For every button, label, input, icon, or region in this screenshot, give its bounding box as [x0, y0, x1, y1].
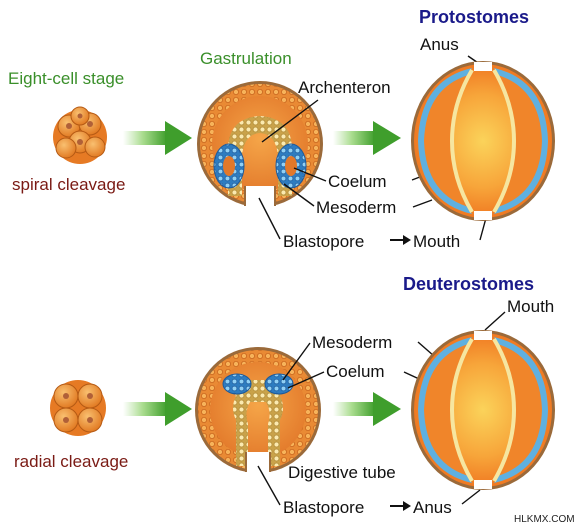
protostome-body [411, 61, 555, 221]
archenteron-pointer [261, 99, 319, 143]
deuterostome-body [411, 330, 555, 490]
eight-cell-stage-label: Eight-cell stage [8, 69, 124, 88]
mesoderm-pointer-bottom [282, 342, 311, 381]
eight-cell-embryo-radial [50, 380, 106, 436]
mouth-pointer-bottom [484, 311, 506, 331]
deuterostomes-title: Deuterostomes [403, 274, 534, 294]
coelum-label-top: Coelum [328, 172, 387, 191]
blastopore-pointer-top [258, 197, 281, 240]
protostomes-title: Protostomes [419, 7, 529, 27]
eight-cell-embryo-spiral [53, 106, 107, 164]
mesoderm-label-bottom: Mesoderm [312, 333, 392, 352]
blastopore-pointer-bottom [257, 465, 281, 506]
arrow-right-icon-3 [123, 392, 192, 426]
mesoderm-pointer-top-2 [412, 199, 433, 208]
blastopore-label-top: Blastopore [283, 232, 364, 251]
anus-label-top: Anus [420, 35, 459, 54]
spiral-cleavage-label: spiral cleavage [12, 175, 125, 194]
archenteron-label: Archenteron [298, 78, 391, 97]
blastopore-label-bottom: Blastopore [283, 498, 364, 517]
gastrulation-label: Gastrulation [200, 49, 292, 68]
gastrula-bottom [195, 347, 321, 474]
arrow-right-icon [123, 121, 192, 155]
coelum-pointer-top [293, 167, 327, 182]
arrow-right-icon-2 [333, 121, 401, 155]
coelum-label-bottom: Coelum [326, 362, 385, 381]
watermark: HLKMX.COM [514, 514, 575, 525]
arrow-small-right-icon [390, 235, 411, 245]
mouth-pointer-top [479, 217, 487, 241]
mouth-label-bottom: Mouth [507, 297, 554, 316]
coelum-pointer-bottom [287, 371, 325, 389]
digestive-tube-label: Digestive tube [288, 463, 396, 482]
mesoderm-pointer-bottom-2 [417, 341, 435, 357]
arrow-right-icon-4 [333, 392, 401, 426]
mesoderm-label-top: Mesoderm [316, 198, 396, 217]
mesoderm-pointer-top [283, 183, 315, 207]
anus-pointer-bottom [461, 489, 481, 505]
anus-label-bottom: Anus [413, 498, 452, 517]
arrow-small-right-icon-2 [390, 501, 411, 511]
radial-cleavage-label: radial cleavage [14, 452, 128, 471]
gastrula-top [197, 81, 323, 208]
mouth-label-top: Mouth [413, 232, 460, 251]
